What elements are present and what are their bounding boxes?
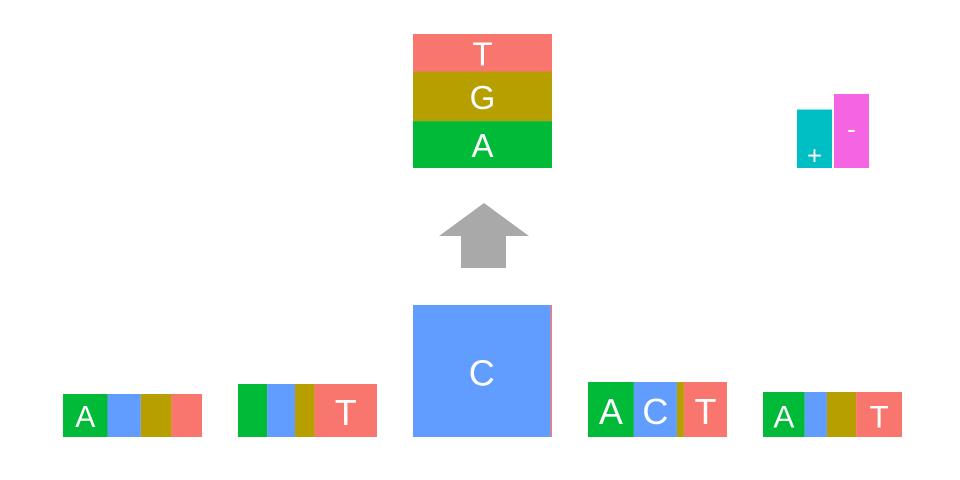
context-1-segment-T bbox=[314, 384, 377, 437]
target-segment-G bbox=[413, 71, 552, 122]
up-arrow-icon bbox=[439, 203, 529, 268]
context-3-label-C: C bbox=[642, 391, 668, 432]
target-label-T: T bbox=[472, 35, 492, 72]
context-2-label-C: C bbox=[469, 353, 495, 394]
context-3-segment-T bbox=[683, 382, 727, 437]
context-3-segment-G bbox=[676, 382, 684, 437]
target-segment-A bbox=[413, 121, 552, 168]
target-base-stack: TGA bbox=[413, 34, 552, 168]
target-label-A: A bbox=[471, 127, 493, 164]
context-0-segment-G bbox=[140, 394, 172, 437]
context-4-segment-A bbox=[763, 392, 805, 437]
strand-plus-label: + bbox=[807, 141, 822, 171]
context-2-segment-C bbox=[413, 305, 551, 437]
context-3-label-A: A bbox=[599, 391, 623, 432]
context-4-segment-T bbox=[856, 392, 902, 437]
target-label-G: G bbox=[470, 79, 496, 116]
context-0-segment-C bbox=[107, 394, 141, 437]
context-1-segment-A bbox=[238, 384, 268, 437]
context-2-segment-T bbox=[550, 305, 552, 437]
context-4-label-A: A bbox=[773, 399, 794, 435]
context-4-segment-G bbox=[826, 392, 857, 437]
context-0-segment-T bbox=[171, 394, 202, 437]
strand-minus-bar bbox=[834, 94, 869, 168]
context-3-segment-C bbox=[633, 382, 677, 437]
context-1-segment-C bbox=[267, 384, 295, 437]
strand-plus-bar bbox=[797, 109, 832, 168]
context-4-segment-C bbox=[804, 392, 827, 437]
context-0-segment-A bbox=[63, 394, 108, 437]
context-0-label-A: A bbox=[75, 401, 96, 434]
strand-minus-label: - bbox=[847, 114, 856, 144]
context-3-segment-A bbox=[588, 382, 634, 437]
context-3-label-T: T bbox=[694, 391, 716, 432]
context-1-label-T: T bbox=[335, 392, 357, 433]
context-4-label-T: T bbox=[869, 399, 888, 435]
strand-legend: +- bbox=[797, 94, 869, 171]
context-1-segment-G bbox=[294, 384, 315, 437]
target-segment-T bbox=[413, 34, 552, 72]
